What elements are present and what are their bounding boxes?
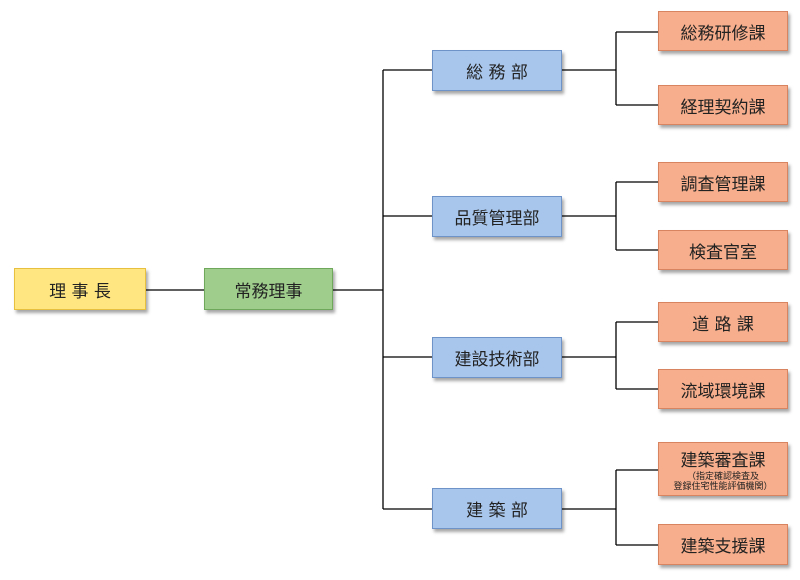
section-label: 経理契約課 [680, 97, 766, 118]
section-box-inspector-office: 検査官室 [658, 230, 788, 270]
section-box-building-review: 建築審査課 （指定確認検査及 登録住宅性能評価機関） [658, 442, 788, 496]
department-label: 建設技術部 [454, 350, 540, 370]
section-label: 建築支援課 [680, 537, 766, 557]
section-box-roads: 道 路 課 [658, 302, 788, 342]
section-label: 検査官室 [689, 242, 757, 263]
department-label: 建 築 部 [466, 501, 528, 521]
section-note-line-1: （指定確認検査及 [686, 472, 759, 482]
section-box-watershed-environment: 流域環境課 [658, 369, 788, 409]
chairman-label: 理 事 長 [49, 281, 111, 302]
department-box-construction-technology: 建設技術部 [432, 337, 562, 378]
department-label: 総 務 部 [466, 63, 528, 83]
department-label: 品質管理部 [454, 209, 540, 229]
chairman-box: 理 事 長 [14, 268, 146, 310]
section-box-general-training: 総務研修課 [658, 11, 788, 51]
managing-director-box: 常務理事 [204, 268, 333, 310]
department-box-quality-management: 品質管理部 [432, 196, 562, 237]
section-label: 調査管理課 [680, 174, 766, 195]
section-label: 建築審査課 [680, 451, 766, 471]
section-label: 道 路 課 [692, 314, 754, 335]
section-box-survey-management: 調査管理課 [658, 162, 788, 202]
section-label: 総務研修課 [680, 23, 766, 44]
section-box-building-support: 建築支援課 [658, 524, 788, 565]
section-label: 流域環境課 [680, 381, 766, 402]
section-note: （指定確認検査及 登録住宅性能評価機関） [673, 472, 772, 492]
section-box-accounting-contracts: 経理契約課 [658, 85, 788, 125]
department-box-general-affairs: 総 務 部 [432, 50, 562, 91]
managing-director-label: 常務理事 [234, 281, 303, 302]
department-box-architecture: 建 築 部 [432, 488, 562, 529]
section-note-line-2: 登録住宅性能評価機関） [673, 482, 773, 492]
